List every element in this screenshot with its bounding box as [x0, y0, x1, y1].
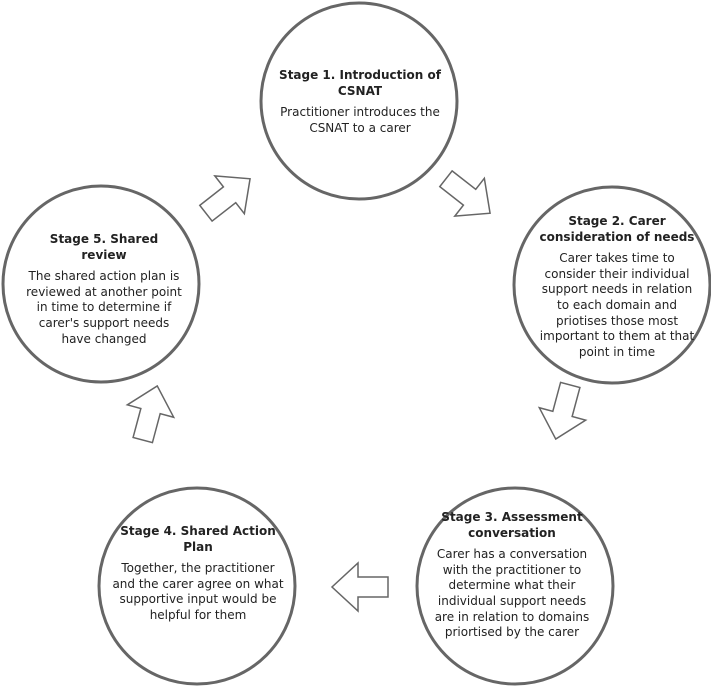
- stage-5-circle: [1, 184, 201, 384]
- stage-4-circle: [97, 486, 297, 686]
- stage-2-title: Stage 2. Carer consideration of needs: [539, 214, 695, 244]
- stage-1: Stage 1. Introduction of CSNAT Practitio…: [276, 68, 444, 136]
- arrow-5-to-1: [198, 174, 251, 223]
- stage-4-title: Stage 4. Shared Action Plan: [120, 524, 276, 554]
- stage-3-title: Stage 3. Assessment conversation: [441, 510, 583, 540]
- arrow-2-to-3: [537, 381, 588, 441]
- arrow-1-to-2: [438, 169, 491, 218]
- stage-5-title: Stage 5. Shared review: [49, 232, 159, 262]
- stage-1-description: Practitioner introduces the CSNAT to a c…: [280, 105, 440, 135]
- stage-3-circle: [415, 486, 615, 686]
- stage-2: Stage 2. Carer consideration of needs Ca…: [537, 214, 697, 360]
- stage-3-description: Carer has a conversation with the practi…: [434, 547, 590, 640]
- arrow-4-to-5: [125, 384, 176, 444]
- arrow-3-to-4: [330, 561, 389, 613]
- stage-1-circle: [259, 1, 459, 201]
- stage-5-description: The shared action plan is reviewed at an…: [26, 269, 182, 346]
- stage-2-circle: [512, 185, 711, 385]
- stage-4-description: Together, the practitioner and the carer…: [112, 561, 284, 622]
- stage-1-title: Stage 1. Introduction of CSNAT: [279, 68, 441, 98]
- stage-3: Stage 3. Assessment conversation Carer h…: [432, 510, 592, 641]
- stage-2-description: Carer takes time to consider their indiv…: [539, 251, 695, 359]
- stage-5: Stage 5. Shared review The shared action…: [26, 232, 182, 347]
- stage-4: Stage 4. Shared Action Plan Together, th…: [112, 524, 284, 624]
